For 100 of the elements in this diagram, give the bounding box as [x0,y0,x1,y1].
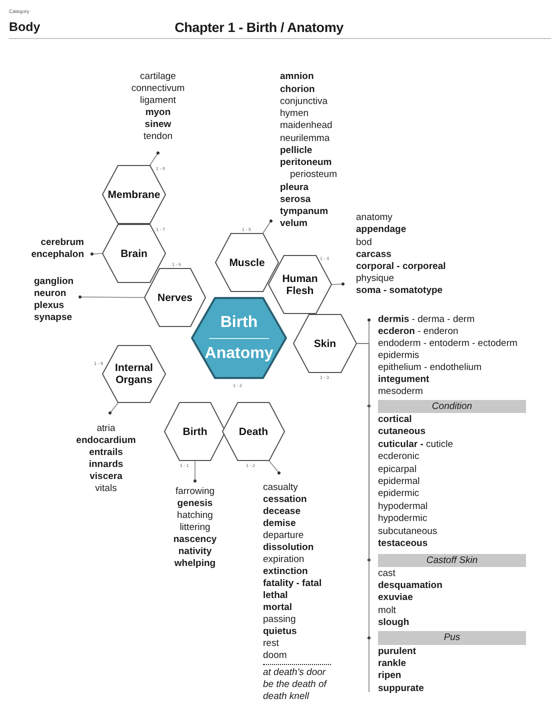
leader-line [108,402,118,414]
vocabulary-term: epidermal [378,476,420,487]
section-header-band: Castoff Skin [378,554,526,567]
vocabulary-term: subcutaneous [378,526,438,537]
vocabulary-term: testaceous [378,538,428,549]
vocabulary-term: sinew [144,119,172,130]
vocabulary-term: neurilemma [280,132,330,144]
vocabulary-term: departure [263,530,304,542]
vocabulary-term: endoderm - entoderm - ectoderm [378,338,518,350]
vocabulary-term: myon [145,107,171,118]
vocabulary-term: conjunctiva [280,96,328,107]
vocabulary-term: innards [88,459,124,470]
vocabulary-term: exuviae [378,592,413,604]
vocabulary-term: physique [356,273,394,284]
vocabulary-term: ecderonic [378,451,420,462]
topic-label: Human Flesh [281,272,319,296]
vocabulary-term: cortical [378,414,412,425]
leader-line [150,152,160,166]
vocabulary-term: integument [378,374,430,386]
vocabulary-term: dermis - derma - derm [378,314,475,326]
vocabulary-term: vitals [95,483,117,494]
topic-label: Brain [120,248,148,260]
vocabulary-term: tendon [143,131,173,142]
vocabulary-term: serosa [280,194,311,205]
vocabulary-term: suppurate [378,682,424,694]
hexagon [268,255,332,314]
vocabulary-term: hymen [280,108,309,120]
hexagon [222,402,285,461]
idiom-phrase: at death's door [263,667,326,678]
vocabulary-term: soma - somatotype [356,285,443,296]
vocabulary-term: purulent [378,646,416,657]
vocabulary-term: extinction [263,566,308,578]
leader-line [268,460,280,474]
idiom-phrase: be the death of [263,679,326,690]
vocabulary-term: periosteum [290,169,337,180]
vocabulary-term: ecderon - enderon [378,326,458,338]
vocabulary-term: farrowing [175,486,215,498]
vocabulary-term: nascency [173,534,217,546]
vocabulary-term: mesoderm [378,386,423,398]
vocabulary-term: cuticular - cuticle [378,438,453,450]
topic-label: Internal Organs [114,362,154,386]
vocabulary-term: ripen [378,670,402,682]
vocabulary-term: entrails [89,447,123,458]
vocabulary-term: hatching [177,510,213,522]
vocabulary-term: dissolution [263,542,314,554]
vocabulary-term: epithelium - endothelium [378,362,482,374]
vocabulary-term: doom [263,650,287,662]
vocabulary-term: epicarpal [378,464,417,475]
vocabulary-term: plexus [34,300,64,312]
vocabulary-term: maidenhead [280,120,332,132]
vocabulary-term: neuron [34,288,66,300]
vocabulary-term: lethal [263,590,288,602]
vocabulary-term: passing [263,614,296,626]
vocabulary-term: molt [378,604,396,616]
topic-label: Muscle [229,256,265,268]
vocabulary-term: connectivum [131,83,185,94]
vocabulary-term: decease [263,506,301,518]
vocabulary-term: chorion [280,84,315,95]
label-text: Body [9,20,40,35]
page-title: Chapter 1 - Birth / Anatomy [174,20,344,36]
vocabulary-term: encephalon [31,249,84,260]
vocabulary-term: hypodermic [378,513,428,524]
vocabulary-term: cartilage [140,71,176,82]
leader-line [78,296,144,298]
vocabulary-term: synapse [34,312,72,324]
topic-label: Membrane [108,188,160,200]
hexagon [102,165,166,224]
vocabulary-term: demise [263,518,296,530]
vocabulary-term: cast [378,568,396,579]
leader-line [194,460,196,482]
hexagon [102,224,166,283]
topic-label: Birth [182,426,208,438]
vocabulary-term: bod [356,236,372,248]
section-header-band: Condition [378,400,526,413]
topic-label: Skin [314,338,336,350]
vocabulary-term: whelping [174,558,216,570]
hexagon [144,268,206,327]
leader-line [356,343,370,640]
leader-line [332,282,344,286]
vocabulary-term: littering [180,522,210,534]
leader-line [262,220,272,234]
hexagon [215,233,279,292]
vocabulary-term: pleura [280,182,309,193]
hexagon [293,314,357,373]
vocabulary-term: cerebrum [40,237,84,248]
topic-title: Anatomy [204,344,274,363]
topic-label: Death [238,426,268,438]
vocabulary-term: atria [96,423,116,434]
section-header-band: Pus [378,631,526,645]
vocabulary-term: nativity [178,546,212,558]
vocabulary-term: tympanum [280,206,328,218]
vocabulary-term: cutaneous [378,426,426,438]
vocabulary-term: mortal [263,602,292,614]
vocabulary-term: appendage [356,224,406,236]
vocabulary-term: ganglion [34,276,74,288]
vocabulary-term: carcass [356,248,392,260]
vocabulary-term: slough [378,616,410,628]
vocabulary-term: hypodermal [378,500,428,512]
vocabulary-term: epidermic [378,488,420,500]
vocabulary-term: peritoneum [280,157,332,168]
